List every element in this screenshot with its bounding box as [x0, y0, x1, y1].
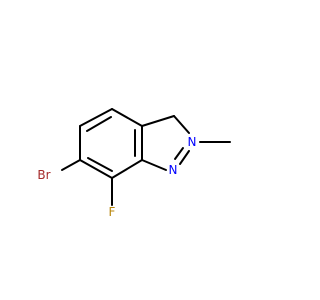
bond-c4-c5: [79, 108, 113, 127]
bonds: [61, 108, 231, 206]
bond-c7-c7a: [111, 159, 143, 179]
atom-label-f: F: [109, 205, 116, 219]
atom-label-n2: N: [188, 135, 197, 149]
bond-c6-c7-inner: [87, 157, 113, 172]
bond-c3-n2: [173, 115, 190, 134]
bond-n1-c7a: [141, 159, 167, 171]
bond-c6-c7: [79, 159, 113, 179]
bond-c3a-c3: [141, 115, 175, 127]
bond-n2-n1: [179, 150, 190, 165]
bond-c3a-c4: [111, 108, 143, 127]
bond-n2-n1-inner: [174, 147, 184, 160]
atom-labels: Br F N N: [37, 135, 196, 219]
molecule-structure: Br F N N: [37, 108, 231, 219]
bond-c4-c5-inner: [86, 116, 112, 132]
bond-c6-br: [61, 159, 81, 171]
atom-label-br: Br: [37, 168, 50, 182]
atom-label-n1: N: [169, 163, 178, 177]
structure-canvas: Br F N N: [37, 108, 231, 219]
